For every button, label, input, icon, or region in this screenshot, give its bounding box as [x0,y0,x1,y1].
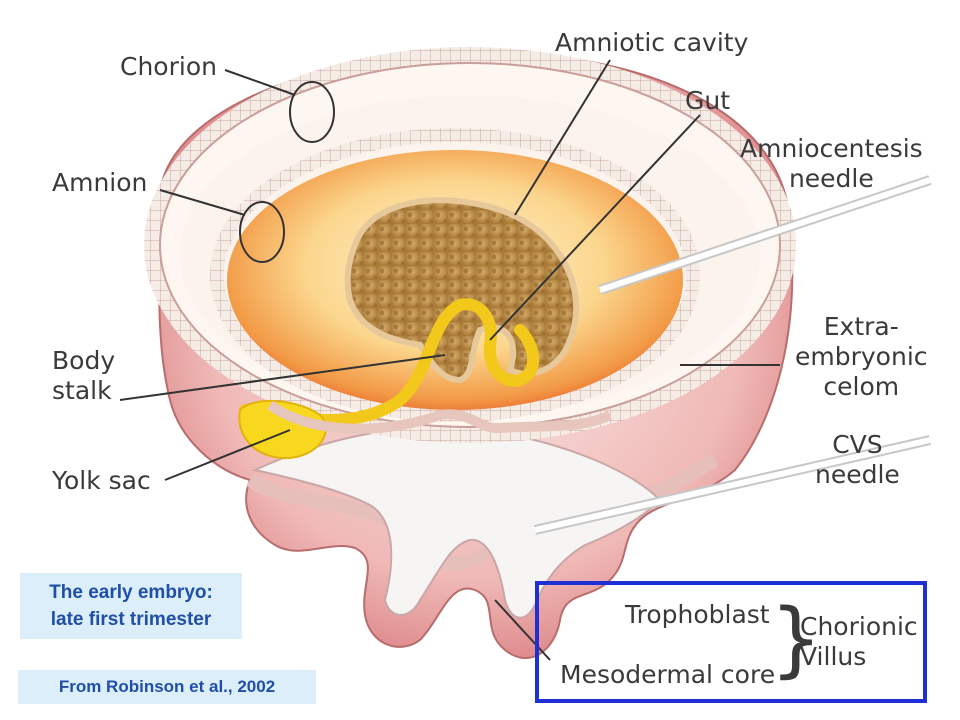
leader-body-stalk [119,354,446,401]
label-chorionic-villus: Chorionic Villus [800,612,918,672]
caption-title: The early embryo: late first trimester [20,573,242,639]
label-yolk-sac: Yolk sac [52,466,151,495]
label-celom-line3: celom [823,372,900,401]
label-mesodermal-core: Mesodermal core [560,660,776,689]
leader-amniotic-cavity [514,59,611,216]
label-chorionic-line2: Villus [800,642,867,671]
label-celom-line1: Extra- [823,312,899,341]
cvs-needle [533,435,932,535]
label-body-stalk: Body stalk [52,346,115,406]
brace-icon: } [770,592,823,687]
chorion-marker [289,81,335,143]
leader-chorion [224,69,296,96]
label-chorionic-line1: Chorionic [800,612,918,641]
label-cvs-line2: needle [815,460,900,489]
label-trophoblast: Trophoblast [625,600,770,629]
label-amnion: Amnion [52,168,148,197]
caption-title-line1: The early embryo: [49,582,213,603]
label-cvs-needle: CVS needle [815,430,900,490]
leader-gut [489,114,701,341]
leader-mesodermal-core [494,599,551,661]
label-amniocentesis-needle: Amniocentesis needle [740,134,923,194]
chorionic-villus-highlight [535,581,927,703]
amniocentesis-needle [598,175,932,295]
label-body-stalk-line2: stalk [52,376,112,405]
chorion-membrane [144,47,796,443]
label-chorion: Chorion [120,52,217,81]
label-gut: Gut [685,86,731,115]
label-amniocentesis-line1: Amniocentesis [740,134,923,163]
amnion-fold [267,400,613,434]
caption-title-line2: late first trimester [50,609,212,630]
leader-amnion [159,189,246,216]
caption-source: From Robinson et al., 2002 [18,670,316,704]
label-celom-line2: embryonic [795,342,928,371]
label-extra-embryonic-celom: Extra- embryonic celom [795,312,928,402]
label-amniocentesis-line2: needle [788,164,874,193]
label-body-stalk-line1: Body [52,346,116,375]
label-amniotic-cavity: Amniotic cavity [555,28,749,57]
label-cvs-line1: CVS [832,430,883,459]
amnion-marker [239,201,285,263]
leader-yolk-sac [164,429,291,481]
gut-tube [239,298,540,426]
